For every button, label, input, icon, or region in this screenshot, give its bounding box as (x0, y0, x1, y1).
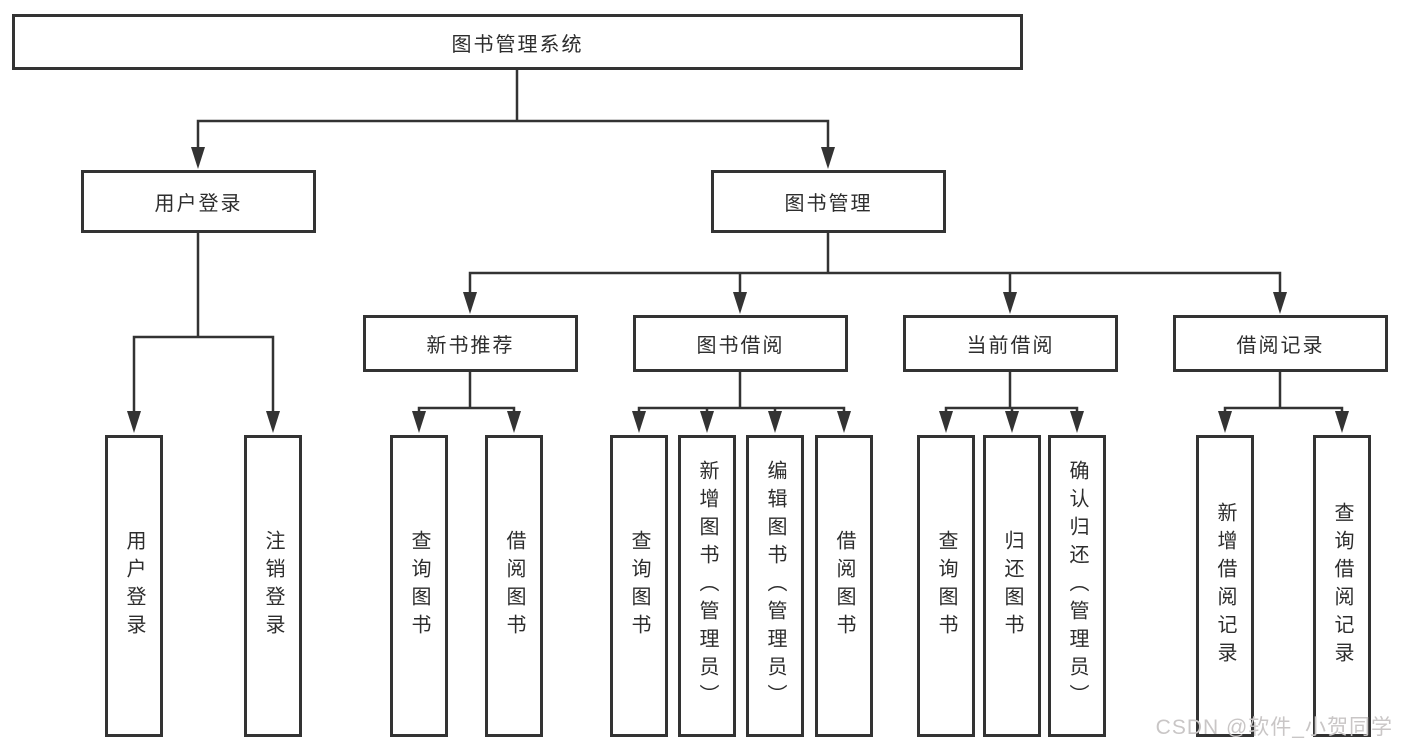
leaf-borrow-books-label: 借阅图书 (833, 530, 855, 642)
leaf-edit-book-admin: 编辑图书（管理员） (746, 435, 804, 737)
user-login-bar (132, 335, 275, 413)
node-new-book-recommend-label: 新书推荐 (426, 335, 515, 357)
new-book-bar (417, 372, 516, 414)
leaf-return-books: 归还图书 (983, 435, 1041, 737)
current-borrow-bar (944, 372, 1079, 414)
leaf-query-books-recommend: 查询图书 (390, 435, 448, 737)
root-bar (196, 119, 830, 150)
book-borrow-bar (637, 372, 846, 414)
leaf-query-books-current: 查询图书 (917, 435, 975, 737)
node-book-borrow-label: 图书借阅 (696, 335, 785, 357)
node-borrow-records: 借阅记录 (1173, 315, 1388, 372)
node-book-management: 图书管理 (711, 170, 946, 233)
node-borrow-records-label: 借阅记录 (1236, 335, 1325, 357)
leaf-return-books-label: 归还图书 (1001, 530, 1023, 642)
leaf-confirm-return-admin: 确认归还（管理员） (1048, 435, 1106, 737)
leaf-confirm-return-admin-label: 确认归还（管理员） (1066, 460, 1088, 712)
leaf-query-books-borrow: 查询图书 (610, 435, 668, 737)
node-user-login: 用户登录 (81, 170, 316, 233)
root-node: 图书管理系统 (12, 14, 1023, 70)
leaf-user-login-label: 用户登录 (123, 530, 145, 642)
node-book-management-label: 图书管理 (784, 193, 873, 215)
node-user-login-label: 用户登录 (154, 193, 243, 215)
book-management-bar (468, 271, 1282, 295)
node-book-borrow: 图书借阅 (633, 315, 848, 372)
leaf-user-login: 用户登录 (105, 435, 163, 737)
borrow-records-bar (1223, 372, 1344, 414)
leaf-add-book-admin: 新增图书（管理员） (678, 435, 736, 737)
leaf-query-books-current-label: 查询图书 (935, 530, 957, 642)
leaf-query-books-borrow-label: 查询图书 (628, 530, 650, 642)
arrowheads (127, 147, 1349, 433)
leaf-borrow-books-recommend: 借阅图书 (485, 435, 543, 737)
node-current-borrow: 当前借阅 (903, 315, 1118, 372)
leaf-add-book-admin-label: 新增图书（管理员） (696, 460, 718, 712)
leaf-borrow-books-recommend-label: 借阅图书 (503, 530, 525, 642)
leaf-query-books-recommend-label: 查询图书 (408, 530, 430, 642)
node-new-book-recommend: 新书推荐 (363, 315, 578, 372)
leaf-logout-label: 注销登录 (262, 530, 284, 642)
root-node-label: 图书管理系统 (451, 33, 584, 56)
csdn-watermark: CSDN @软件_小贺同学 (1155, 716, 1393, 739)
leaf-add-borrow-record-label: 新增借阅记录 (1214, 502, 1236, 670)
leaf-query-borrow-record: 查询借阅记录 (1313, 435, 1371, 737)
node-current-borrow-label: 当前借阅 (966, 335, 1055, 357)
leaf-query-borrow-record-label: 查询借阅记录 (1331, 502, 1353, 670)
leaf-edit-book-admin-label: 编辑图书（管理员） (764, 460, 786, 712)
leaf-add-borrow-record: 新增借阅记录 (1196, 435, 1254, 737)
leaf-borrow-books: 借阅图书 (815, 435, 873, 737)
leaf-logout: 注销登录 (244, 435, 302, 737)
